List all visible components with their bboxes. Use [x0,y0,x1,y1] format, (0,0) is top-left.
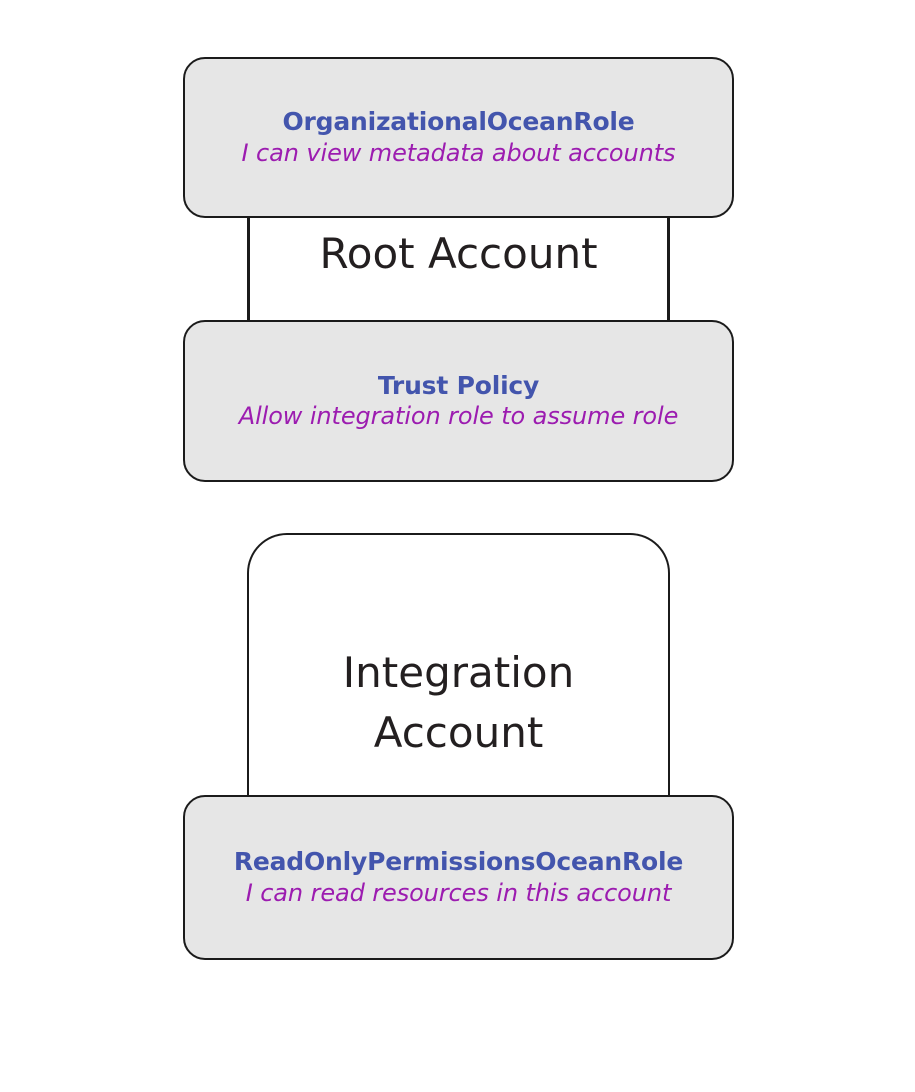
root-account-bracket: Root Account [247,205,670,335]
organizational-ocean-role-box[interactable]: OrganizationalOceanRole I can view metad… [183,57,734,218]
integration-account-label-line2: Account [373,707,544,757]
integration-account-container: Integration Account [247,533,670,796]
readonly-permissions-ocean-role-subtitle: I can read resources in this account [245,878,672,907]
integration-account-label-line1: Integration [342,648,575,697]
organizational-ocean-role-subtitle: I can view metadata about accounts [241,138,676,167]
organizational-ocean-role-title: OrganizationalOceanRole [282,107,635,137]
trust-policy-subtitle: Allow integration role to assume role [238,402,679,431]
trust-policy-box[interactable]: Trust Policy Allow integration role to a… [183,320,734,482]
trust-policy-title: Trust Policy [377,370,540,400]
integration-account-label: Integration Account [249,643,668,762]
readonly-permissions-ocean-role-title: ReadOnlyPermissionsOceanRole [233,847,684,877]
readonly-permissions-ocean-role-box[interactable]: ReadOnlyPermissionsOceanRole I can read … [183,795,734,960]
root-account-label: Root Account [319,229,598,278]
